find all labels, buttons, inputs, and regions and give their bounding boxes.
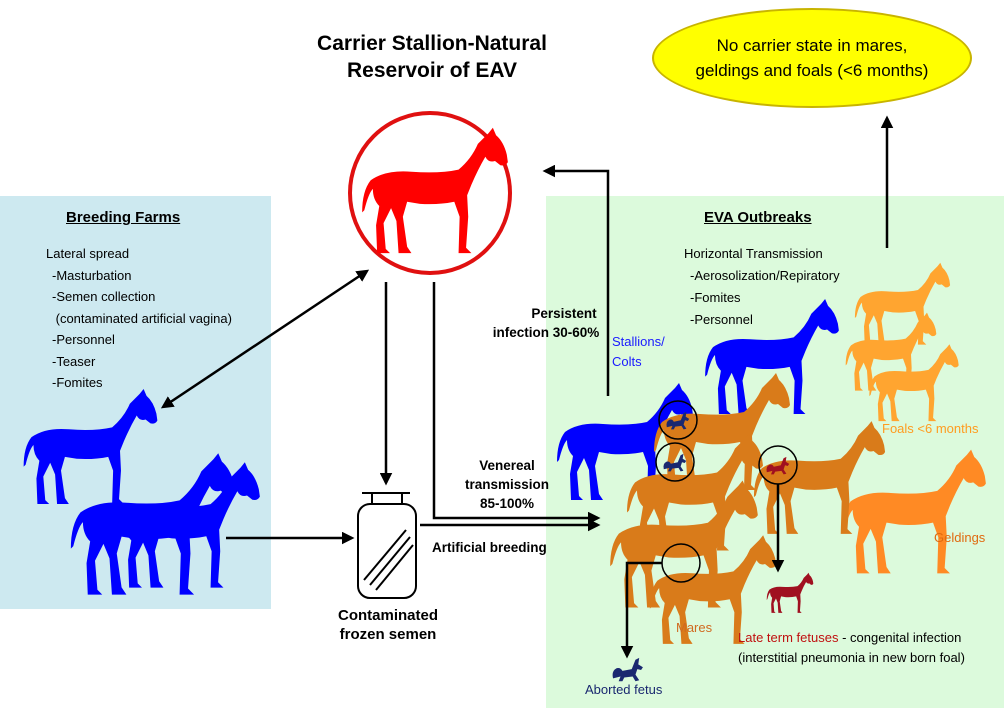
- breeding-farms-item: -Personnel: [52, 332, 115, 347]
- semen-bottle-icon: [357, 492, 417, 599]
- breeding-farms-item: -Masturbation: [52, 267, 132, 283]
- venereal-line-2: transmission: [464, 477, 550, 492]
- no-carrier-line-1: No carrier state in mares,: [716, 36, 908, 55]
- venereal-line-3: 85-100%: [479, 496, 535, 511]
- breeding-farms-item: -Fomites: [52, 375, 103, 390]
- foals-label: Foals <6 months: [882, 421, 979, 436]
- persistent-infection-arrow-icon: [542, 164, 610, 396]
- venereal-arrow-icon: [432, 282, 601, 525]
- contaminated-semen-label: Contaminated frozen semen: [318, 606, 458, 644]
- semen-line-2: frozen semen: [339, 626, 437, 643]
- stallions-colts-label: Stallions/ Colts: [612, 332, 665, 372]
- persistent-infection-label: Persistent infection 30-60%: [480, 304, 612, 342]
- fetus-ring-1: [658, 400, 698, 440]
- breeding-farms-item: -Semen collection: [52, 289, 156, 304]
- lateral-spread-arrow-icon: [160, 269, 370, 409]
- title-line-2: Reservoir of EAV: [347, 59, 517, 82]
- eva-outbreaks-item: -Aerosolization/Repiratory: [690, 268, 840, 283]
- stallions-line-2: Colts: [612, 354, 642, 369]
- persistent-line-2: infection 30-60%: [492, 325, 600, 340]
- mares-label: Mares: [676, 620, 713, 635]
- late-term-label: Late term fetuses - congenital infection…: [738, 628, 1002, 668]
- breeding-farms-heading: Breeding Farms: [66, 209, 181, 226]
- semen-line-1: Contaminated: [337, 607, 438, 624]
- late-term-foal-icon: [766, 572, 814, 613]
- fetus-ring-2: [655, 442, 695, 482]
- geldings-label: Geldings: [934, 530, 986, 545]
- abortion-arrow-icon: [620, 561, 662, 659]
- venereal-line-1: Venereal: [479, 458, 535, 473]
- breeding-farms-list: Lateral spread -Masturbation -Semen coll…: [46, 243, 271, 394]
- late-term-red-text: Late term fetuses: [738, 630, 839, 645]
- no-carrier-bubble: No carrier state in mares, geldings and …: [652, 8, 972, 108]
- breeding-farms-intro: Lateral spread: [46, 246, 130, 261]
- aborted-fetus-label: Aborted fetus: [585, 682, 663, 697]
- no-carrier-line-2: geldings and foals (<6 months): [695, 61, 929, 80]
- page-title: Carrier Stallion-Natural Reservoir of EA…: [282, 30, 582, 84]
- breeding-farms-item: (contaminated artificial vagina): [52, 310, 232, 326]
- gelding-horse-icon: [842, 449, 986, 574]
- eva-outbreaks-list: Horizontal Transmission -Aerosolization/…: [684, 243, 884, 331]
- eva-outbreaks-item: -Personnel: [690, 312, 753, 327]
- aborted-fetus-icon: [612, 657, 643, 682]
- artificial-breeding-label: Artificial breeding: [432, 540, 547, 555]
- eva-outbreaks-intro: Horizontal Transmission: [684, 246, 823, 261]
- stallions-line-1: Stallions/: [612, 334, 665, 349]
- venereal-transmission-label: Venereal transmission 85-100%: [452, 456, 562, 513]
- breeding-farms-item: -Teaser: [52, 353, 96, 369]
- pneumonia-text: (interstitial pneumonia in new born foal…: [738, 650, 965, 665]
- eva-outbreaks-heading: EVA Outbreaks: [704, 209, 812, 226]
- late-term-black-text: - congenital infection: [838, 630, 962, 645]
- persistent-line-1: Persistent: [531, 306, 597, 321]
- no-carrier-note: No carrier state in mares, geldings and …: [696, 33, 929, 83]
- breeding-farm-horse-icon-1: [23, 388, 158, 505]
- title-line-1: Carrier Stallion-Natural: [317, 32, 547, 55]
- eva-outbreaks-item: -Fomites: [690, 290, 741, 305]
